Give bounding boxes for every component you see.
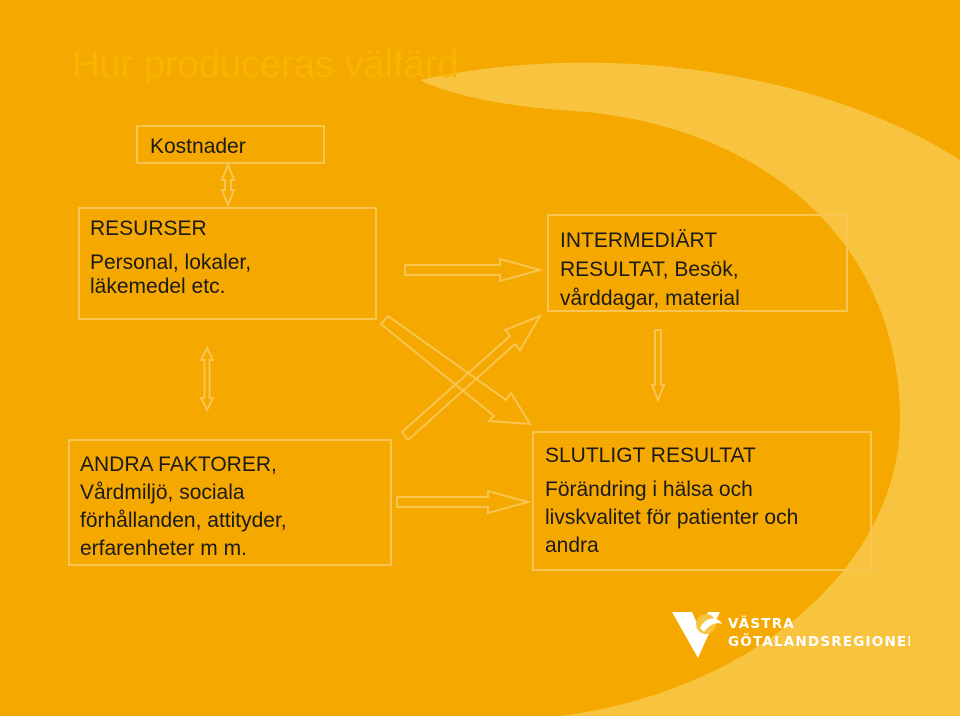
arrow-resurser-to-intermediart [404,257,544,283]
slutligt-heading: SLUTLIGT RESULTAT [545,444,756,467]
logo-text-line2: GÖTALANDSREGIONEN [728,632,910,650]
resurser-line: läkemedel etc. [90,275,226,298]
andra-faktorer-box: ANDRA FAKTORER, Vårdmiljö, sociala förhå… [68,439,392,566]
intermediart-line: vårddagar, material [560,287,740,310]
andra-line: erfarenheter m m. [80,537,247,560]
slutligt-resultat-box: SLUTLIGT RESULTAT Förändring i hälsa och… [532,431,872,571]
slutligt-line: andra [545,534,599,557]
slutligt-line: livskvalitet för patienter och [545,506,799,529]
logo-text-line1: VÄSTRA [728,615,795,632]
andra-line: ANDRA FAKTORER, [80,453,277,476]
intermediart-line: RESULTAT, Besök, [560,258,739,281]
double-arrow-kostnader-resurser [220,162,236,208]
arrow-intermediart-to-slutligt [650,329,666,403]
intermediart-line: INTERMEDIÄRT [560,229,718,252]
intermediart-resultat-box: INTERMEDIÄRT RESULTAT, Besök, vårddagar,… [547,214,848,312]
resurser-heading: RESURSER [90,217,207,240]
kostnader-box: Kostnader [136,125,325,164]
kostnader-label: Kostnader [150,135,246,158]
arrow-andra-to-intermediart [400,313,543,442]
slutligt-line: Förändring i hälsa och [545,478,753,501]
resurser-line: Personal, lokaler, [90,251,252,274]
resurser-box: RESURSER Personal, lokaler, läkemedel et… [78,207,377,320]
andra-line: förhållanden, attityder, [80,509,287,532]
vastra-gotalandsregionen-logo: VÄSTRA GÖTALANDSREGIONEN [672,612,910,658]
andra-line: Vårdmiljö, sociala [80,481,245,504]
arrow-andra-to-slutligt [396,489,532,515]
page-title: Hur produceras välfärd [72,44,459,86]
vgr-emblem-icon [672,612,722,658]
arrow-resurser-to-slutligt [379,314,532,426]
double-arrow-resurser-andra [199,345,215,413]
